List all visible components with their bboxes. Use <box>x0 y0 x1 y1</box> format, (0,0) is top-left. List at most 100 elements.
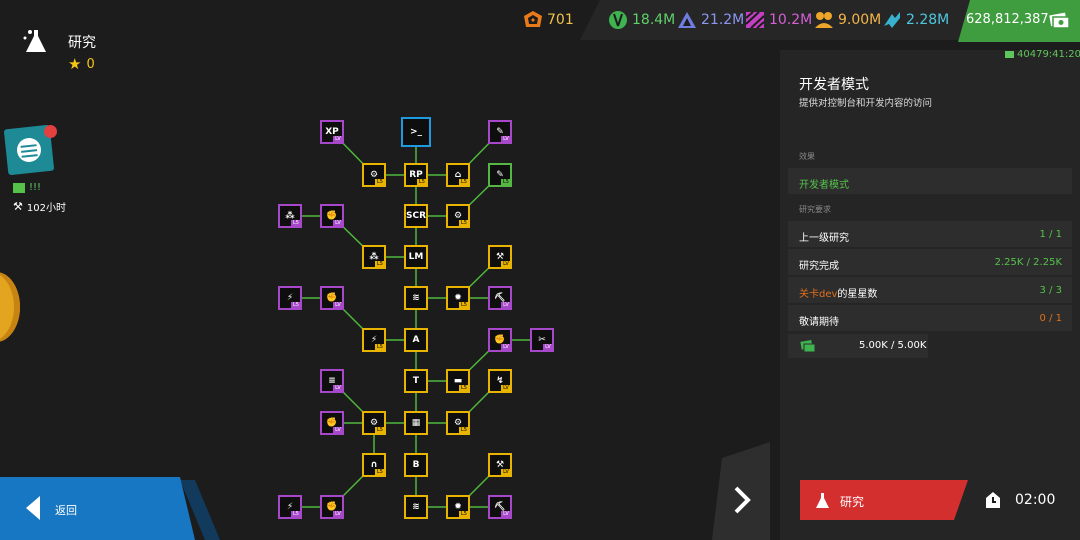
research-node-icon: LM <box>408 252 424 262</box>
research-node-icon: B <box>412 460 420 470</box>
research-title: 开发者模式 <box>799 77 869 93</box>
research-node-level: LV <box>543 344 553 351</box>
research-node-level: LV <box>333 220 343 227</box>
research-node[interactable]: ⚡L5 <box>362 328 386 352</box>
level-link[interactable]: 关卡dev <box>799 289 838 300</box>
research-node[interactable]: ≋ <box>404 286 428 310</box>
research-button[interactable]: 研究 <box>800 480 968 520</box>
research-node-icon: SCR <box>405 211 427 221</box>
research-node[interactable]: A <box>404 328 428 352</box>
research-node[interactable]: ▦ <box>404 411 428 435</box>
triangle-resource-icon <box>678 12 696 28</box>
research-node-level: L5 <box>375 261 385 268</box>
resource-5[interactable]: 2.28M <box>882 10 949 30</box>
leaf-resource-icon <box>609 11 627 29</box>
blessing-card[interactable] <box>3 124 55 176</box>
crowd-icon <box>17 138 41 163</box>
research-node[interactable]: ⚙L5 <box>362 163 386 187</box>
research-node[interactable]: ↯LV <box>488 369 512 393</box>
research-node-level: LV <box>333 385 343 392</box>
research-node-level: L5 <box>501 179 511 186</box>
research-node-level: L5 <box>459 220 469 227</box>
crowd-resource-icon <box>815 12 833 28</box>
research-node-icon: ≋ <box>412 502 420 512</box>
research-node-icon: ⚡ <box>370 335 378 345</box>
research-node[interactable]: ⌂L5 <box>446 163 470 187</box>
research-node-level: L5 <box>291 220 301 227</box>
research-node[interactable]: ⁂L5 <box>278 204 302 228</box>
research-node-icon: ≋ <box>412 293 420 303</box>
research-node[interactable]: ⚡L5 <box>278 286 302 310</box>
research-node-icon: ✂ <box>538 335 546 345</box>
research-node-level: L5 <box>375 344 385 351</box>
page-title: 研究 <box>68 35 96 51</box>
research-node-icon: ↯ <box>496 376 504 386</box>
research-node[interactable]: ✎L5 <box>488 163 512 187</box>
research-description: 提供对控制台和开发内容的访问 <box>799 98 933 109</box>
research-node[interactable]: ⚒LV <box>488 245 512 269</box>
research-node-icon: ✹ <box>454 502 462 512</box>
gems-counter[interactable]: 701 <box>523 10 574 30</box>
research-node[interactable]: SCR <box>404 204 428 228</box>
resource-1[interactable]: 18.4M <box>608 10 675 30</box>
research-node-level: L5 <box>459 302 469 309</box>
research-node[interactable]: B <box>404 453 428 477</box>
research-node-icon: ▦ <box>411 418 421 428</box>
research-node[interactable]: ✊LV <box>320 411 344 435</box>
research-node-level: LV <box>333 136 343 143</box>
cash-icon <box>800 340 816 353</box>
cost-row: 5.00K / 5.00K <box>788 334 928 358</box>
back-arrow-icon <box>26 496 40 520</box>
research-node-level: LV <box>501 344 511 351</box>
resource-4[interactable]: 9.00M <box>814 10 881 30</box>
research-node[interactable]: ▬L5 <box>446 369 470 393</box>
research-node[interactable]: ✎LV <box>488 120 512 144</box>
research-node[interactable]: ✹L5 <box>446 286 470 310</box>
research-node[interactable]: ≡LV <box>320 369 344 393</box>
research-node[interactable]: ⚒LV <box>488 453 512 477</box>
research-node[interactable]: T <box>404 369 428 393</box>
research-node[interactable]: >_ <box>401 117 431 147</box>
requirements-header: 研究要求 <box>799 205 831 214</box>
research-node-level: L5 <box>459 427 469 434</box>
research-node[interactable]: ⚙L5 <box>446 204 470 228</box>
stripes-resource-icon <box>745 11 765 29</box>
cash-icon <box>1049 12 1070 29</box>
research-node-level: LV <box>501 511 511 518</box>
research-node[interactable]: ✊LV <box>320 495 344 519</box>
research-node-icon: XP <box>325 127 339 137</box>
research-node[interactable]: ⚙L5 <box>362 411 386 435</box>
left-timer: ⚒ 102小时 <box>13 200 66 214</box>
money-value: 628,812,387 <box>966 12 1049 27</box>
research-node-level: L5 <box>375 469 385 476</box>
research-node[interactable]: ✊LV <box>320 204 344 228</box>
resource-2[interactable]: 21.2M <box>677 10 744 30</box>
research-node[interactable]: ⚙L5 <box>446 411 470 435</box>
research-node[interactable]: ✹L5 <box>446 495 470 519</box>
header: 研究 ★ 0 <box>0 0 240 80</box>
research-node[interactable]: LM <box>404 245 428 269</box>
research-node-icon: ⚙ <box>369 170 379 180</box>
research-node-level: LV <box>501 469 511 476</box>
research-node[interactable]: ✊LV <box>488 328 512 352</box>
research-node-icon: ✊ <box>326 502 338 512</box>
research-node[interactable]: ⚡L5 <box>278 495 302 519</box>
research-node[interactable]: ⛏LV <box>488 286 512 310</box>
research-node[interactable]: ✂LV <box>530 328 554 352</box>
research-node-icon: ⁂ <box>285 211 295 221</box>
back-button[interactable]: 返回 <box>0 477 195 540</box>
research-node-icon: ⛏ <box>494 502 506 512</box>
resource-3[interactable]: 10.2M <box>745 10 812 30</box>
research-node[interactable]: ∩L5 <box>362 453 386 477</box>
research-node-icon: ≡ <box>328 376 336 386</box>
research-node[interactable]: ✊LV <box>320 286 344 310</box>
wave-resource-icon <box>884 12 900 28</box>
research-node[interactable]: ⛏LV <box>488 495 512 519</box>
research-node[interactable]: ⁂L5 <box>362 245 386 269</box>
requirement-stars: 关卡dev的星星数 3 / 3 <box>788 277 1072 303</box>
coin-icon[interactable] <box>0 272 20 342</box>
research-node[interactable]: ≋ <box>404 495 428 519</box>
research-node-icon: ✎ <box>496 127 504 137</box>
